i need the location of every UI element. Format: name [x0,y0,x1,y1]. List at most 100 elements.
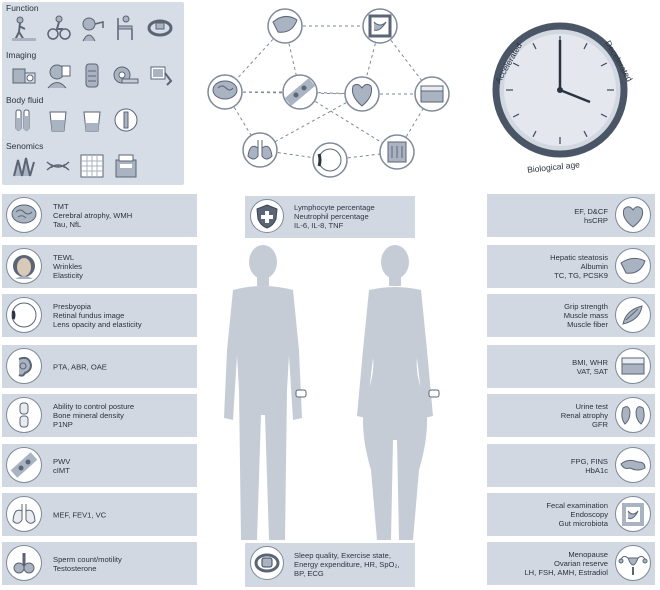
female-wrist-watch [428,389,440,398]
card-line: Ability to control posture [53,401,135,411]
microarray-icon [78,152,106,180]
card-line: Tau, NfL [53,220,82,230]
fitness-band-icon [146,14,174,42]
organ-network [207,8,450,178]
card-line: TMT [53,201,69,211]
card-line: P1NP [53,420,73,430]
liver-node-icon [267,8,303,44]
card-line: Bone mineral density [53,410,124,420]
body-scan-icon [78,61,106,89]
uterus-icon [615,545,651,581]
urine-cup-icon [44,106,72,134]
card-line: Wrinkles [53,261,82,271]
intestine-icon [615,496,651,532]
card-line: Albumin [580,261,608,271]
saliva-swab-icon [112,106,140,134]
intestine-node-icon [362,8,398,44]
card-line: Endoscopy [570,509,608,519]
imaging-label: Imaging [6,50,37,60]
card-line: cIMT [53,465,70,475]
card-line: FPG, FINS [570,456,608,466]
blood-vessel-icon [6,447,42,483]
card-line: Neutrophil percentage [294,212,369,222]
brain-icon [6,197,42,233]
lung-biomarker-card: MEF, FEV1, VC [2,493,197,536]
card-line: IL-6, IL-8, TNF [294,221,344,231]
card-line: TC, TG, PCSK9 [554,271,608,281]
male-reproductive-icon [6,545,42,581]
eye-node-icon [312,142,348,178]
face-icon [6,248,42,284]
lungs-icon [6,496,42,532]
dna-icon [44,152,72,180]
ultrasound-icon [146,61,174,89]
card-line: TEWL [53,252,75,262]
biomarker-category-panel: Function Imaging Body fluid Senomics [2,2,184,185]
heart-node-icon [344,76,380,112]
exercise-bike-icon [44,14,72,42]
blood-vessel-node-icon [282,74,318,110]
human-silhouettes [224,245,440,540]
card-line: Sperm count/motility [53,554,122,564]
card-line: Renal atrophy [560,410,608,420]
breathing-test-icon [78,14,106,42]
body-fluid-label: Body fluid [6,95,44,105]
function-icons [10,14,174,42]
female-silhouette [357,245,433,540]
card-line: hsCRP [583,215,608,225]
bone-joint-icon [6,397,42,433]
xray-machine-icon [10,61,38,89]
card-line: MEF, FEV1, VC [53,509,107,519]
card-line: Muscle mass [563,310,608,320]
card-line: Gut microbiota [558,519,608,529]
card-line: Elasticity [53,271,83,281]
cell-cluster-icon [10,152,38,180]
card-line: GFR [591,420,608,430]
card-line: VAT, SAT [576,366,608,376]
card-line: Menopause [568,549,608,559]
fat-tissue-node-icon [414,76,450,112]
card-line: LH, FSH, AMH, Estradiol [524,568,608,578]
brain-node-icon [207,74,243,110]
wearable-watch-icon [250,546,284,580]
imaging-icons [10,61,174,89]
muscle-icon [615,297,651,333]
ct-scanner-icon [112,61,140,89]
card-line: Presbyopia [53,301,91,311]
eye-icon [6,297,42,333]
card-line: Sleep quality, Exercise state, [294,551,391,561]
lungs-node-icon [242,132,278,168]
clock-center [557,87,563,93]
male-wrist-watch [295,389,307,398]
card-line: PTA, ABR, OAE [53,361,107,371]
head-scan-icon [44,61,72,89]
card-line: Grip strength [564,301,608,311]
biological-clock [492,22,628,158]
wearable-biomarker-card: Sleep quality, Exercise state,Energy exp… [245,543,415,587]
sample-cup-icon [78,106,106,134]
card-line: Urine test [575,401,609,411]
card-line: Retinal fundus image [53,310,125,320]
card-line: Muscle fiber [567,320,608,330]
heart-icon [615,197,651,233]
senomics-label: Senomics [6,141,44,151]
bone-node-icon [379,134,415,170]
fat-tissue-icon [615,348,651,384]
card-line: BMI, WHR [572,357,608,367]
card-line: Testosterone [53,563,97,573]
immune-shield-icon [250,199,284,233]
card-line: EF, D&CF [574,206,608,216]
